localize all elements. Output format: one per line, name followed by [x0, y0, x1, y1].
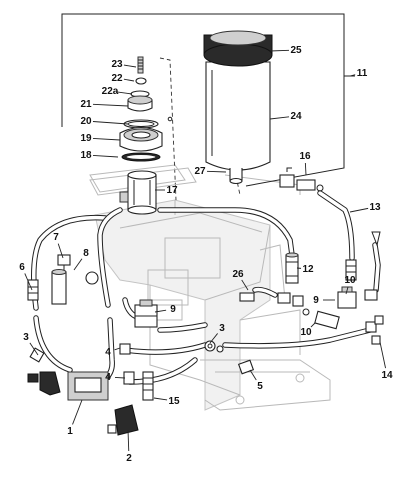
- fitting-16: [279, 167, 324, 192]
- callout-c7: 7: [53, 232, 59, 243]
- callout-c13: 13: [369, 202, 381, 213]
- machine-body-outline: [89, 164, 331, 411]
- tank-assembly-boundary: [61, 13, 345, 187]
- callout-c23: 23: [111, 59, 123, 70]
- leader-c9a: [154, 309, 167, 313]
- pump-body: [89, 167, 197, 215]
- callout-c9b: 9: [313, 295, 319, 306]
- callout-c22: 22: [111, 73, 123, 84]
- leader-c3a: [29, 342, 39, 356]
- leader-c21: [92, 103, 129, 107]
- leader-c6: [24, 273, 33, 291]
- callout-c3a: 3: [23, 332, 29, 343]
- part-8: [51, 269, 99, 305]
- callout-c8: 8: [83, 248, 89, 259]
- leader-c11: [349, 74, 356, 77]
- fitting-13: [364, 289, 378, 301]
- callout-c9a: 9: [170, 304, 176, 315]
- callout-c18: 18: [80, 150, 92, 161]
- leader-c4b: [114, 376, 126, 379]
- leader-c19: [92, 137, 121, 141]
- callout-c1: 1: [67, 426, 73, 437]
- water-tank: [203, 30, 273, 185]
- callout-c10a: 10: [300, 327, 312, 338]
- tee-14: [365, 315, 384, 345]
- leader-c14: [379, 341, 386, 369]
- callout-labels: 1233445678991010111213141516171819202122…: [19, 45, 393, 464]
- leader-c10b: [345, 286, 349, 295]
- leader-c22: [123, 78, 135, 82]
- leader-c3b: [209, 333, 218, 344]
- callout-c20: 20: [80, 116, 92, 127]
- callout-c12: 12: [302, 264, 314, 275]
- motor-1: [27, 371, 109, 401]
- leader-c15: [153, 397, 168, 401]
- leader-c18: [92, 154, 119, 158]
- valve-9a: [134, 299, 158, 328]
- part-5: [237, 359, 255, 375]
- callout-c24: 24: [290, 111, 302, 122]
- callout-c16: 16: [299, 151, 311, 162]
- callout-c5: 5: [257, 381, 263, 392]
- part-15: [142, 371, 154, 401]
- part-3a: [29, 347, 45, 363]
- leader-c7: [57, 243, 64, 259]
- leader-c27: [206, 170, 227, 173]
- part-3b: [204, 340, 224, 353]
- leader-c26: [241, 279, 249, 291]
- callout-c22a: 22a: [102, 86, 119, 97]
- callout-c4b: 4: [105, 372, 111, 383]
- filter-12: [285, 252, 299, 284]
- assembly-axis: [159, 57, 177, 201]
- callout-c25: 25: [290, 45, 302, 56]
- part-6: [27, 279, 39, 301]
- leader-c25: [269, 49, 290, 52]
- callout-c14: 14: [381, 370, 393, 381]
- callout-c21: 21: [80, 99, 92, 110]
- callout-c3b: 3: [219, 323, 225, 334]
- callout-c11: 11: [357, 68, 368, 79]
- leader-c1: [72, 399, 83, 425]
- leader-c10a: [310, 322, 316, 328]
- callout-c10b: 10: [344, 275, 356, 286]
- callout-c4a: 4: [105, 347, 111, 358]
- leader-c2: [127, 429, 130, 452]
- solenoid-10a: [302, 308, 340, 330]
- leader-c24: [269, 116, 290, 120]
- callout-c17: 17: [166, 185, 178, 196]
- connector-10b: [345, 259, 357, 281]
- fitting-26: [239, 292, 304, 307]
- callout-c19: 19: [80, 133, 92, 144]
- callout-c15: 15: [168, 396, 180, 407]
- callout-c27: 27: [194, 166, 206, 177]
- leader-c13: [349, 207, 369, 213]
- pump-head-stack: [119, 56, 173, 162]
- callout-c26: 26: [232, 269, 244, 280]
- callout-c6: 6: [19, 262, 25, 273]
- leader-c16: [304, 162, 307, 176]
- callout-c2: 2: [126, 453, 132, 464]
- leader-c23: [123, 64, 137, 68]
- leader-c4a: [114, 347, 121, 351]
- leader-c8: [73, 258, 83, 271]
- leader-c20: [92, 121, 129, 125]
- bracket-2: [107, 404, 139, 436]
- leader-c5: [249, 369, 257, 381]
- leader-c22a: [116, 91, 133, 95]
